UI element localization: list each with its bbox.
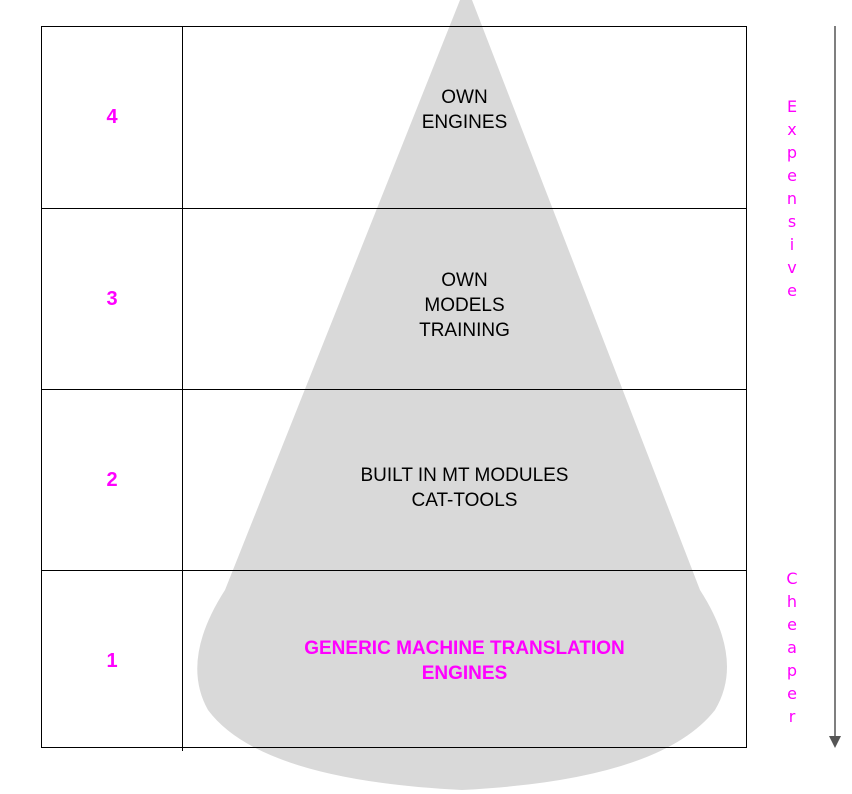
tier-row-2: 2 BUILT IN MT MODULES CAT-TOOLS <box>42 389 746 570</box>
cost-arrow <box>829 26 841 748</box>
tier-label: BUILT IN MT MODULES CAT-TOOLS <box>360 465 569 511</box>
cheaper-label: C h e a p e r <box>786 569 798 726</box>
tier-label: OWN MODELS TRAINING <box>419 269 510 341</box>
cone-body <box>197 0 728 790</box>
tier-number: 3 <box>42 209 183 389</box>
tier-label: OWN ENGINES <box>421 86 508 133</box>
tier-row-4: 4 OWN ENGINES <box>42 27 746 208</box>
cost-arrow-head-icon <box>829 736 841 748</box>
tier-row-1: 1 GENERIC MACHINE TRANSLATION ENGINES <box>42 570 746 751</box>
tier-label: GENERIC MACHINE TRANSLATION ENGINES <box>304 638 625 684</box>
tier-row-3: 3 OWN MODELS TRAINING <box>42 208 746 389</box>
tier-number: 1 <box>42 571 183 751</box>
tier-table: 4 OWN ENGINES 3 OWN MODELS TRAINING 2 BU… <box>41 26 747 751</box>
expensive-label: E x p e n s i v e <box>786 97 798 300</box>
tier-number: 2 <box>42 390 183 570</box>
tier-number: 4 <box>42 27 183 208</box>
